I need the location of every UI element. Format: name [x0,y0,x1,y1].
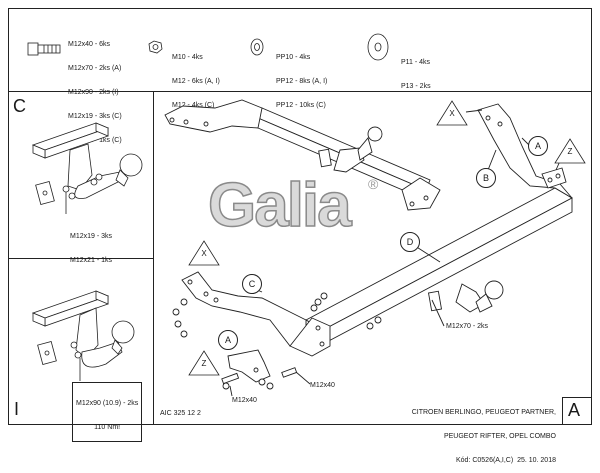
spec-line: M10 - 4ks [172,54,203,61]
vehicle-line: CITROEN BERLINGO, PEUGEOT PARTNER, [411,409,556,416]
spec-line: 110 Nm! [94,424,121,431]
vehicle-info: CITROEN BERLINGO, PEUGEOT PARTNER, PEUGE… [386,393,556,473]
spec-line: P13 - 2ks [401,83,431,90]
callout-triangle-x-left: X [188,240,220,266]
spec-line: M12x19 - 3ks [70,233,113,240]
m12x40-left-label: M12x40 [232,397,257,404]
callout-circle-d: D [400,232,420,252]
panel-c-towball-drawing [31,122,143,214]
spec-line: M12x90 (10.9) - 2ks [76,400,139,407]
spec-line: PP10 - 4ks [276,54,311,61]
drawing-number: AIC 325 12 2 [160,410,201,417]
nut-icon [148,40,163,54]
spec-line: P11 - 4ks [401,59,431,66]
callout-label: X [449,109,455,118]
spec-line: M12x70 - 2ks (A) [68,65,122,72]
vehicle-line: PEUGEOT RIFTER, OPEL COMBO [443,433,556,440]
callout-label: X [201,249,207,258]
callout-circle-a-top: A [528,136,548,156]
galia-logo-text: Galia [207,170,352,241]
parts-header-panel [8,8,592,92]
spec-line: PP12 - 8ks (A, I) [276,78,328,85]
spec-line: M12x90 - 2ks (I) [68,89,119,96]
panel-c-specs: M12x19 - 3ks M12x21 - 1ks [70,217,112,273]
spec-line: M12x19 - 3ks (C) [68,113,122,120]
bolt-icon [27,42,61,56]
corner-letter: A [568,400,581,420]
spec-line: M12x21 - 1ks [70,257,113,264]
washer-spec-list: PP10 - 4ks PP12 - 8ks (A, I) PP12 - 10ks… [276,38,327,118]
main-assembly-drawing [164,99,573,397]
nut-spec-list: M10 - 4ks M12 - 6ks (A, I) M12 - 4ks (C) [172,38,220,118]
galia-logo: Galia ® [207,170,386,246]
callout-label: Z [567,147,573,156]
spec-line: M12 - 4ks (C) [172,102,215,109]
corner-letter-box [562,397,592,425]
panel-i [8,258,154,425]
plate-washer-spec-list: P11 - 4ks P13 - 2ks [401,43,431,99]
washer-icon [250,38,264,56]
m12x70-label: M12x70 - 2ks [446,323,489,330]
plate-washer-icon [367,33,389,61]
panel-i-letter: I [14,399,20,419]
callout-circle-a-bottom: A [218,330,238,350]
callout-label: Z [201,359,207,368]
vehicle-line: Kód: C0526(A,I,C) 25. 10. 2018 [455,457,556,464]
panel-i-towball-drawing [31,290,135,381]
callout-circle-b: B [476,168,496,188]
callout-triangle-z-top: Z [554,138,586,164]
spec-line: PP12 - 10ks (C) [276,102,326,109]
callout-triangle-z-bottom: Z [188,350,220,376]
registered-mark: ® [368,176,379,192]
callout-circle-c: C [242,274,262,294]
m12x40-right-label: M12x40 [310,382,335,389]
panel-c-letter: C [13,96,26,116]
spec-line: M12x40 - 6ks [68,41,111,48]
callout-triangle-x-top: X [436,100,468,126]
spec-line: M12 - 6ks (A, I) [172,78,220,85]
